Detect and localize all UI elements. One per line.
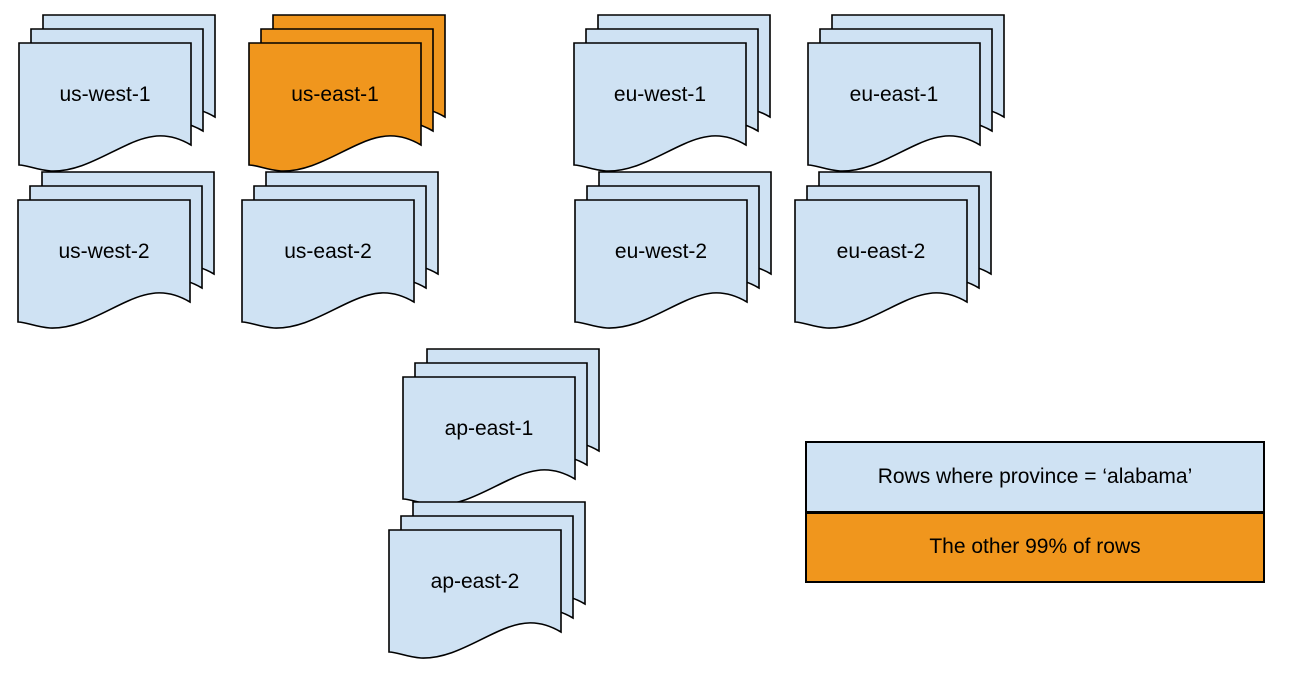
legend-item-label: Rows where province = ‘alabama’: [877, 464, 1193, 488]
doc-stack-ap-east-1: ap-east-1: [402, 348, 600, 507]
doc-stack-eu-east-2: eu-east-2: [794, 171, 992, 330]
document-shape-front: [807, 42, 981, 172]
document-shape-front: [241, 199, 415, 329]
document-stack-graphic: [807, 14, 1005, 172]
doc-stack-eu-west-1: eu-west-1: [573, 14, 771, 173]
document-shape-front: [794, 199, 968, 329]
legend: Rows where province = ‘alabama’ The othe…: [805, 441, 1265, 583]
document-shape-front: [18, 42, 192, 172]
document-stack-graphic: [248, 14, 446, 172]
document-shape-front: [574, 199, 748, 329]
doc-stack-us-west-2: us-west-2: [17, 171, 215, 330]
legend-item-label: The other 99% of rows: [929, 535, 1141, 559]
doc-stack-eu-west-2: eu-west-2: [574, 171, 772, 330]
doc-stack-ap-east-2: ap-east-2: [388, 501, 586, 660]
document-stack-graphic: [388, 501, 586, 659]
document-shape-front: [402, 376, 576, 506]
document-stack-graphic: [18, 14, 216, 172]
document-shape-front: [248, 42, 422, 172]
doc-stack-us-east-1: us-east-1: [248, 14, 446, 173]
doc-stack-eu-east-1: eu-east-1: [807, 14, 1005, 173]
doc-stack-us-west-1: us-west-1: [18, 14, 216, 173]
legend-item-alabama-rows: Rows where province = ‘alabama’: [807, 443, 1263, 514]
document-shape-front: [17, 199, 191, 329]
document-stack-graphic: [17, 171, 215, 329]
document-stack-graphic: [241, 171, 439, 329]
document-stack-graphic: [573, 14, 771, 172]
legend-item-other-rows: The other 99% of rows: [807, 513, 1263, 581]
document-shape-front: [573, 42, 747, 172]
document-stack-graphic: [574, 171, 772, 329]
document-stack-graphic: [794, 171, 992, 329]
document-stack-graphic: [402, 348, 600, 506]
document-shape-front: [388, 529, 562, 659]
doc-stack-us-east-2: us-east-2: [241, 171, 439, 330]
